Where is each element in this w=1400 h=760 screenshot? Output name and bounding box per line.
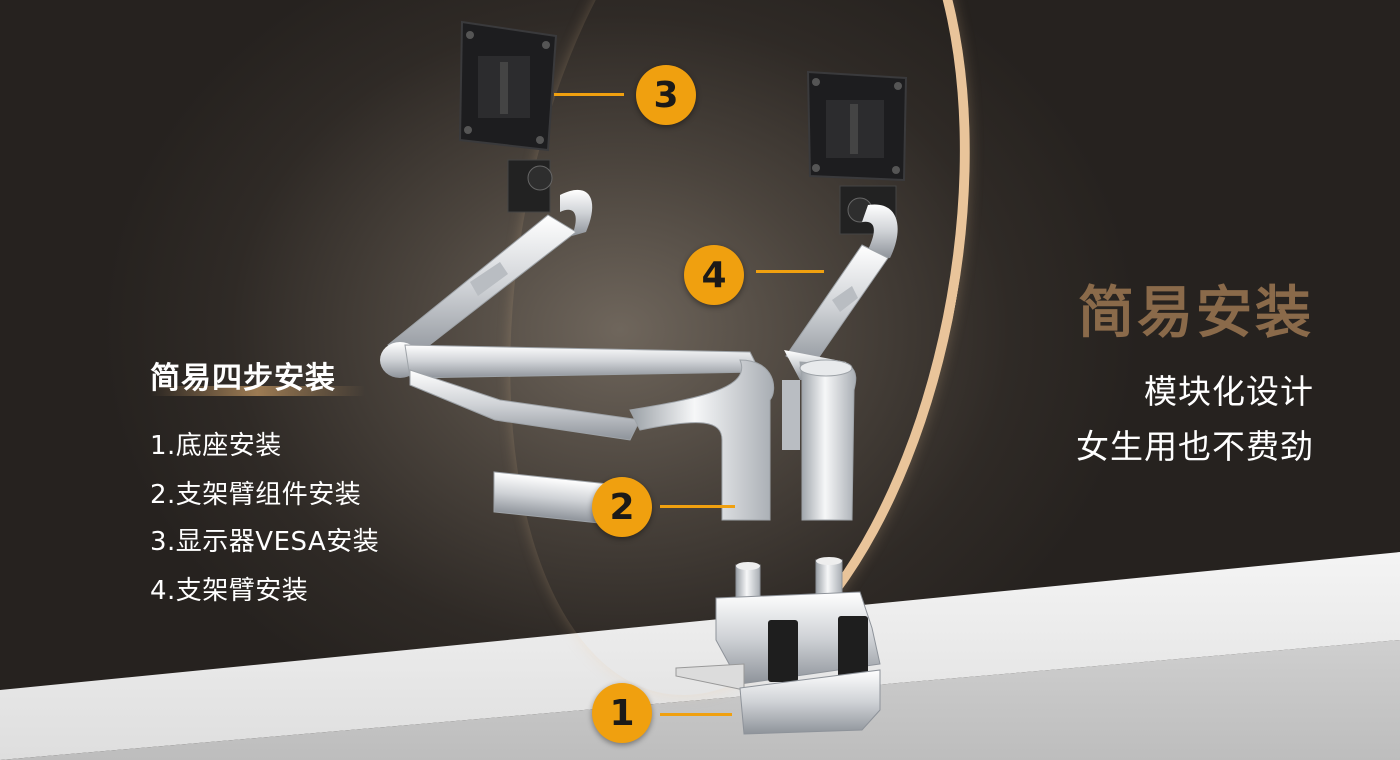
step-item-2: 2.支架臂组件安装 — [150, 480, 362, 510]
title-underline — [150, 386, 365, 396]
desk-clamp-base — [675, 557, 881, 735]
step-item-4: 4.支架臂安装 — [150, 576, 309, 606]
vesa-plate-left — [458, 20, 558, 213]
callout-badge-2: 2 — [592, 477, 652, 537]
headline: 简易安装 — [1078, 281, 1314, 346]
step-item-1: 1.底座安装 — [150, 431, 282, 461]
support-arm-right — [782, 204, 898, 521]
callout-badge-3: 3 — [636, 65, 696, 125]
callout-badge-1: 1 — [592, 683, 652, 743]
callout-leader-4 — [756, 270, 824, 273]
callout-leader-2 — [660, 505, 735, 508]
vesa-plate-right — [806, 70, 908, 235]
subtitle-2: 女生用也不费劲 — [1076, 427, 1314, 466]
callout-leader-3 — [554, 93, 624, 96]
callout-badge-4: 4 — [684, 245, 744, 305]
step-item-3: 3.显示器VESA安装 — [150, 527, 380, 557]
subtitle-1: 模块化设计 — [1144, 372, 1314, 411]
steps-title: 简易四步安装 — [150, 361, 336, 396]
callout-leader-1 — [660, 713, 732, 716]
support-arm-left — [380, 189, 775, 526]
